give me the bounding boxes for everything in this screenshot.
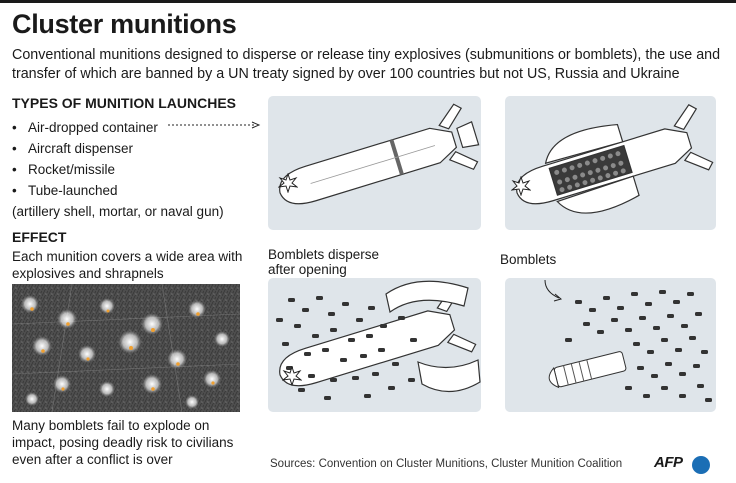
launch-item-air-dropped: •Air-dropped container	[12, 120, 158, 135]
page-subtitle: Conventional munitions designed to dispe…	[12, 47, 721, 82]
page-title: Cluster munitions	[12, 9, 237, 39]
launch-types-list: •Air-dropped container •Aircraft dispens…	[12, 117, 224, 222]
afp-logo: AFP	[654, 454, 683, 471]
sources-note: Sources: Convention on Cluster Munitions…	[270, 458, 623, 470]
panel-bomblets	[505, 278, 716, 412]
panel-closed-container	[268, 96, 481, 230]
photo-caption: Many bomblets fail to explode on impact,…	[12, 418, 234, 467]
effect-heading: EFFECT	[12, 229, 67, 245]
launch-item-aircraft-dispenser: •Aircraft dispenser	[12, 141, 134, 156]
disperse-label: Bomblets disperse after opening	[268, 247, 408, 277]
top-rule	[0, 0, 736, 3]
launch-types-heading: TYPES OF MUNITION LAUNCHES	[12, 95, 237, 111]
burst-icon	[282, 366, 302, 386]
launch-item-tube-detail: (artillery shell, mortar, or naval gun)	[12, 204, 224, 219]
afp-logo-dot	[692, 456, 710, 474]
opening-container-illustration	[516, 104, 714, 214]
closed-container-illustration	[279, 103, 480, 205]
panel-opening-container	[505, 96, 716, 230]
launch-item-rocket: •Rocket/missile	[12, 162, 116, 177]
impact-photo	[12, 284, 240, 412]
burst-icon	[511, 176, 531, 196]
bomblets-label: Bomblets	[500, 252, 557, 267]
bomblets-illustration	[544, 279, 712, 402]
dispersing-bomblets-illustration	[276, 280, 481, 400]
panel-bomblets-disperse	[268, 278, 481, 412]
launch-item-tube: •Tube-launched (artillery shell, mortar,…	[12, 180, 224, 222]
effect-description: Each munition covers a wide area with ex…	[12, 249, 243, 281]
burst-icon	[278, 173, 298, 193]
